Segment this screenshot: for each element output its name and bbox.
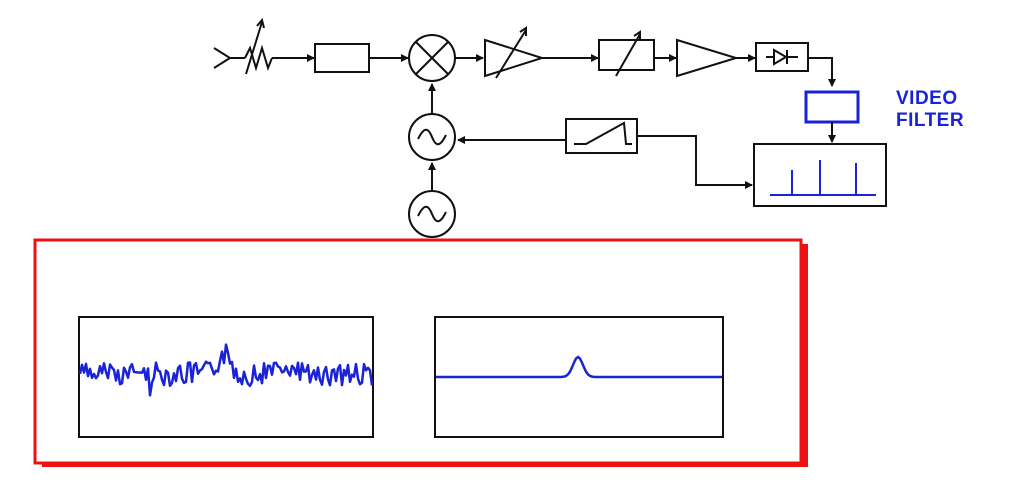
video-filter-label: VIDEO FILTER xyxy=(896,88,964,132)
reference-oscillator-icon xyxy=(408,190,456,238)
video-filter-label-line1: VIDEO xyxy=(896,88,958,109)
video-filter-label-line2: FILTER xyxy=(896,110,965,131)
noisy-trace xyxy=(78,343,374,397)
antenna-icon xyxy=(213,47,245,69)
local-oscillator-icon xyxy=(408,113,456,161)
input-attenuator-icon xyxy=(244,17,273,75)
mixer-icon xyxy=(408,34,456,82)
display-screen xyxy=(753,143,887,207)
video-filter-block xyxy=(804,90,860,124)
diode-detector-icon xyxy=(755,42,809,72)
filtered-trace-display xyxy=(434,316,724,438)
resolution-filter-block xyxy=(598,30,655,77)
sweep-generator-icon xyxy=(565,118,638,154)
log-amplifier-icon xyxy=(676,38,740,78)
unfiltered-trace-display xyxy=(78,316,374,438)
input-filter-block xyxy=(314,43,370,73)
smooth-trace xyxy=(436,355,722,379)
if-gain-amplifier-icon xyxy=(484,26,546,79)
